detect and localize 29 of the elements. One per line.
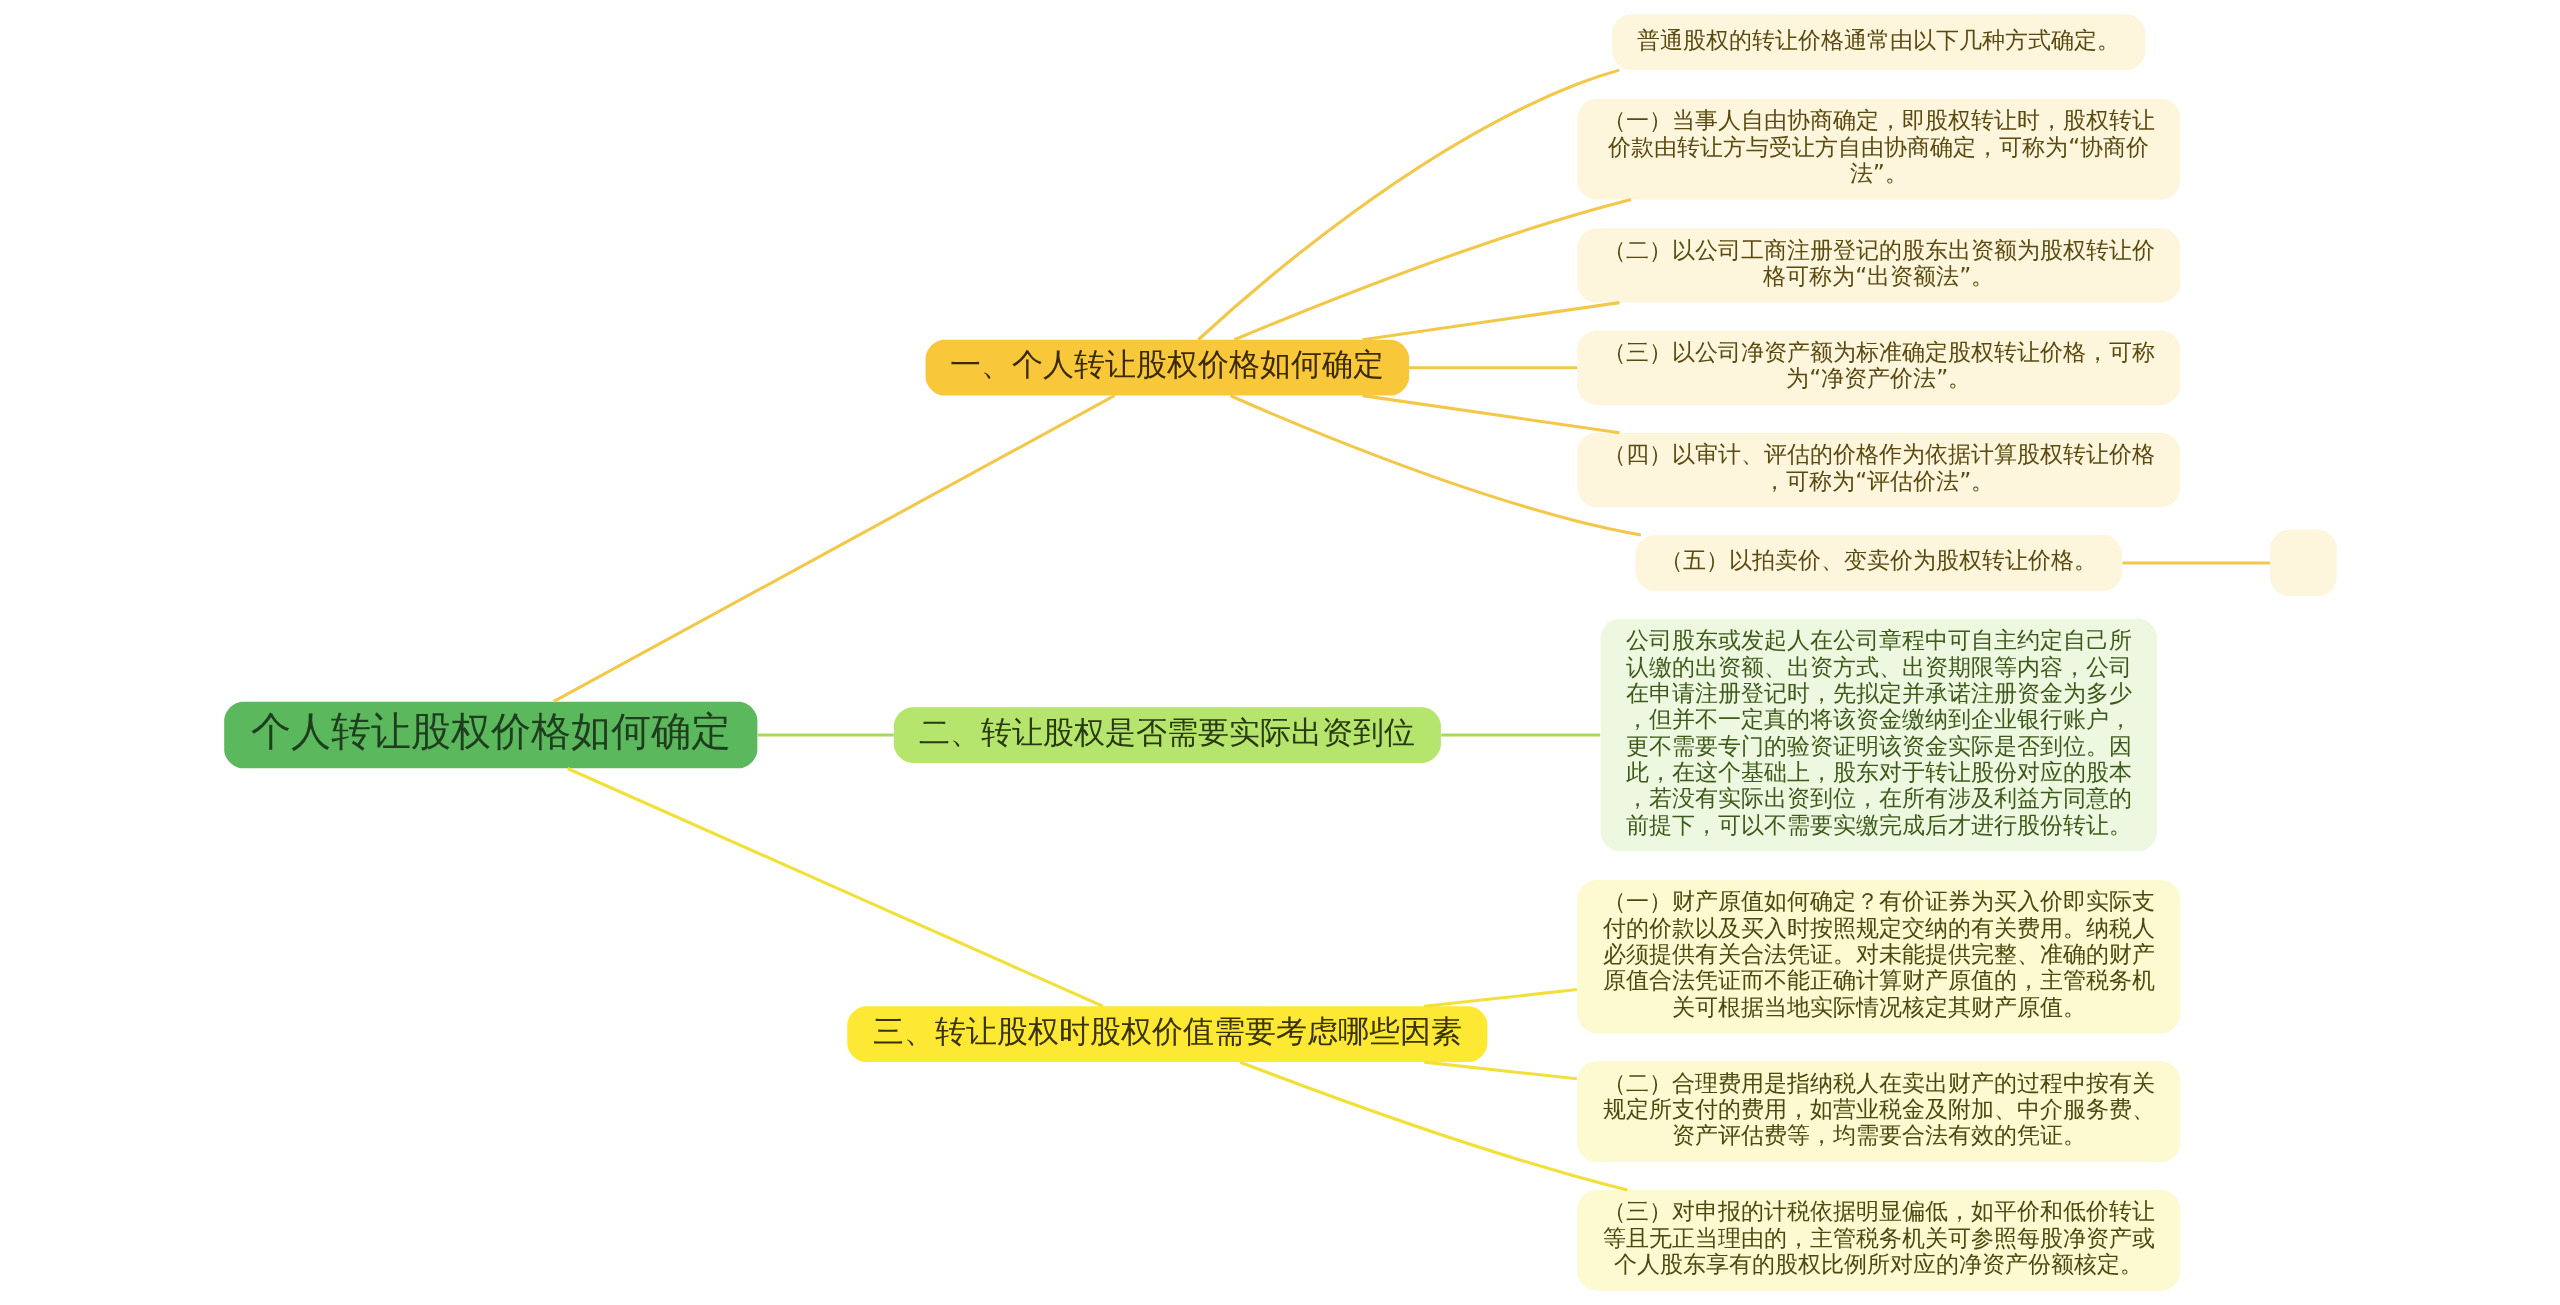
node-box: （三）对申报的计税依据明显偏低，如平价和低价转让等且无正当理由的，主管税务机关可参照每股净资产或个人股东享有的股权比例所对应的净资产份额核定。 bbox=[1576, 1189, 2180, 1291]
node-box: （四）以审计、评估的价格作为依据计算股权转让价格，可称为“评估价法”。 bbox=[1576, 432, 2180, 508]
node-box: （二）合理费用是指纳税人在卖出财产的过程中按有关规定所支付的费用，如营业税金及附加、中介服务费、资产评估费等，均需要合法有效的凭证。 bbox=[1576, 1061, 2180, 1163]
connector bbox=[552, 394, 1115, 703]
connector bbox=[1423, 988, 1577, 1008]
node-box: （一）财产原值如何确定？有价证券为买入价即实际支付的价款以及买入时按照规定交纳的有关费用。纳税人必须提供有关合法凭证。对未能提供完整、准确的财产原值合法凭证而不能正确计算财产原值的，主管税务机关可根据当地实际情况核定其财产原值。 bbox=[1576, 879, 2180, 1034]
connector bbox=[757, 733, 894, 737]
connector bbox=[1423, 1060, 1577, 1081]
node-box: （五）以拍卖价、变卖价为股权转让价格。 bbox=[1634, 535, 2122, 591]
node-box: 公司股东或发起人在公司章程中可自主约定自己所认缴的出资额、出资方式、出资期限等内容，公司在申请注册登记时，先拟定并承诺注册资金为多少，但并不一定真的将该资金缴纳到企业银行账户，更不需要专门的验资证明该资金实际是否到位。因此，在这个基础上，股东对于转让股份对应的股本，若没有实际出资到位，在所有涉及利益方同意的前提下，可以不需要实缴完成后才进行股份转让。 bbox=[1600, 618, 2157, 852]
connector bbox=[1239, 1060, 1628, 1192]
connector bbox=[1361, 301, 1620, 342]
connector bbox=[1233, 198, 1631, 342]
node-box: 普通股权的转让价格通常由以下几种方式确定。 bbox=[1611, 14, 2145, 71]
node-box: 二、转让股权是否需要实际出资到位 bbox=[893, 707, 1441, 763]
node-box: （一）当事人自由协商确定，即股权转让时，股权转让价款由转让方与受让方自由协商确定，可称为“协商价法”。 bbox=[1576, 98, 2180, 200]
node-box: 三、转让股权时股权价值需要考虑哪些因素 bbox=[846, 1006, 1487, 1063]
node-box: 一、个人转让股权价格如何确定 bbox=[925, 339, 1409, 396]
node-box: （三）以公司净资产额为标准确定股权转让价格，可称为“净资产价法”。 bbox=[1576, 330, 2180, 405]
connector bbox=[566, 767, 1104, 1008]
connector bbox=[2122, 561, 2270, 565]
connector bbox=[1440, 733, 1600, 737]
node-box: （二）以公司工商注册登记的股东出资额为股权转让价格可称为“出资额法”。 bbox=[1576, 228, 2180, 303]
connector bbox=[1196, 68, 1620, 341]
connector bbox=[1229, 394, 1641, 537]
node-box: 个人转让股权价格如何确定 bbox=[223, 701, 757, 769]
connector bbox=[1361, 394, 1620, 435]
node-box bbox=[2269, 529, 2337, 597]
connector bbox=[1408, 366, 1577, 370]
